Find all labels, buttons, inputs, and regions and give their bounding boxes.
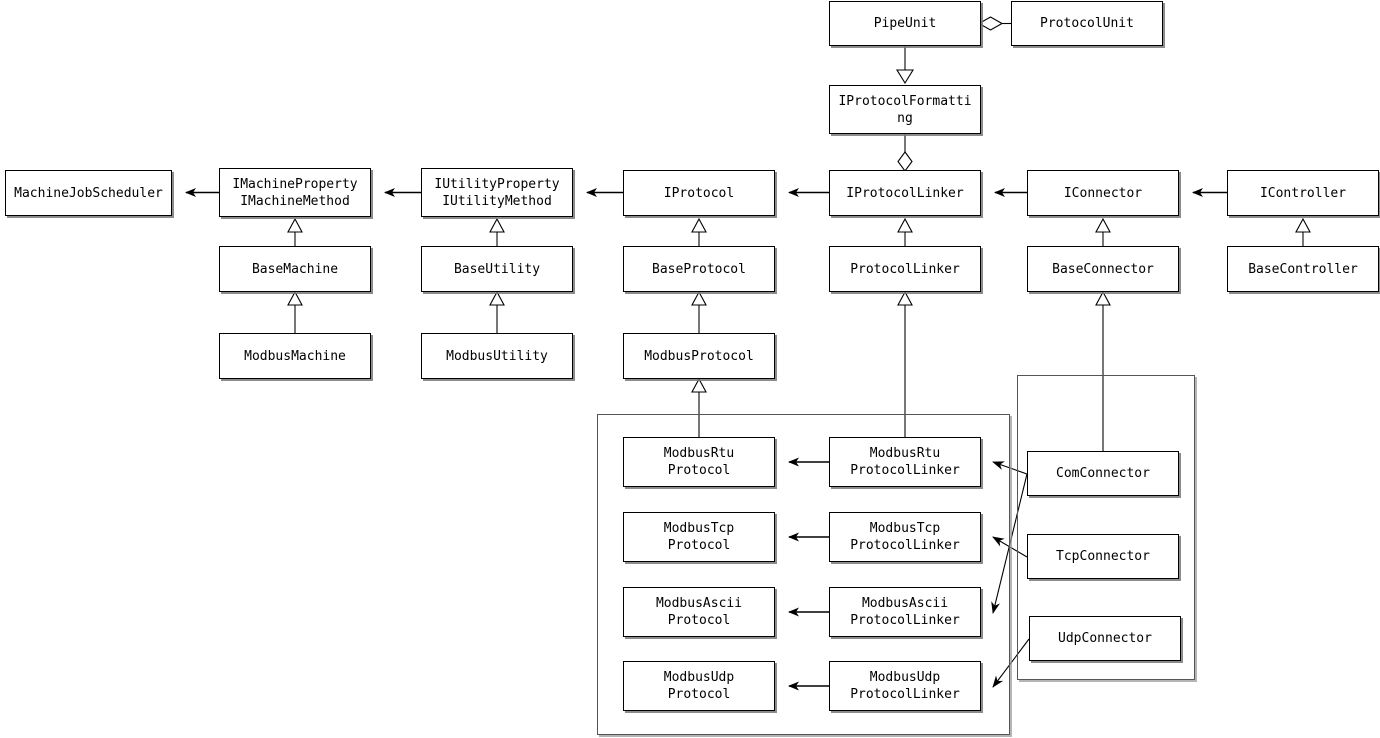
class-label-modbusmachine: ModbusMachine: [244, 348, 346, 364]
class-box-modbusasciiprotocollinker[interactable]: ModbusAscii ProtocolLinker: [829, 587, 981, 637]
class-label-iprotocol: IProtocol: [663, 185, 735, 201]
class-label-pipeunit: PipeUnit: [873, 16, 937, 31]
class-label-iutilityproperty: IUtilityProperty IUtilityMethod: [434, 176, 560, 209]
class-label-imachineproperty: IMachineProperty IMachineMethod: [232, 176, 358, 209]
edge-protocollinker-iprotocollinker: [897, 217, 913, 246]
edge-protocolunit-pipeunit: [977, 16, 1011, 31]
edge-iprotocolformatting-iprotocollinker: [897, 134, 913, 172]
class-box-baseutility[interactable]: BaseUtility: [421, 246, 573, 292]
class-label-protocolunit: ProtocolUnit: [1040, 16, 1134, 31]
class-box-modbusudpprotocollinker[interactable]: ModbusUdp ProtocolLinker: [829, 661, 981, 711]
edge-basecontroller-icontroller: [1295, 217, 1311, 246]
class-label-iconnector: IConnector: [1063, 185, 1143, 201]
class-box-icontroller[interactable]: IController: [1227, 170, 1379, 216]
class-label-modbusasciiprotocol: ModbusAscii Protocol: [655, 596, 743, 628]
class-label-modbustcpprotocollinker: ModbusTcp ProtocolLinker: [850, 521, 960, 553]
class-box-modbusrtuprotocol[interactable]: ModbusRtu Protocol: [623, 437, 775, 487]
class-box-iprotocol[interactable]: IProtocol: [623, 170, 775, 216]
class-box-iprotocollinker[interactable]: IProtocolLinker: [829, 170, 981, 216]
class-box-protocollinker[interactable]: ProtocolLinker: [829, 246, 981, 292]
class-box-comconnector[interactable]: ComConnector: [1027, 451, 1179, 496]
class-box-iprotocolformatting[interactable]: IProtocolFormatti ng: [829, 85, 981, 134]
class-label-modbusudpprotocol: ModbusUdp Protocol: [663, 670, 735, 702]
edge-baseconnector-iconnector: [1095, 217, 1111, 246]
class-box-udpconnector[interactable]: UdpConnector: [1029, 616, 1181, 661]
edge-modbusprotocol-baseprotocol: [691, 290, 707, 333]
class-label-modbusrtuprotocollinker: ModbusRtu ProtocolLinker: [850, 446, 960, 478]
class-box-machinejobscheduler[interactable]: MachineJobScheduler: [5, 170, 172, 216]
class-box-protocolunit[interactable]: ProtocolUnit: [1011, 1, 1163, 46]
class-label-machinejobscheduler: MachineJobScheduler: [14, 185, 163, 201]
class-box-iutilityproperty[interactable]: IUtilityProperty IUtilityMethod: [421, 168, 573, 217]
class-box-modbusprotocol[interactable]: ModbusProtocol: [623, 333, 775, 379]
class-label-modbusprotocol: ModbusProtocol: [644, 348, 754, 364]
class-label-udpconnector: UdpConnector: [1058, 631, 1152, 646]
class-box-modbustcpprotocollinker[interactable]: ModbusTcp ProtocolLinker: [829, 512, 981, 562]
class-label-icontroller: IController: [1259, 185, 1347, 201]
class-box-baseprotocol[interactable]: BaseProtocol: [623, 246, 775, 292]
class-label-modbusutility: ModbusUtility: [446, 348, 548, 364]
class-label-tcpconnector: TcpConnector: [1056, 549, 1150, 564]
edge-baseutility-iutilityproperty: [489, 217, 505, 246]
edge-modbusmachine-basemachine: [287, 290, 303, 333]
class-box-baseconnector[interactable]: BaseConnector: [1027, 246, 1179, 292]
class-box-imachineproperty[interactable]: IMachineProperty IMachineMethod: [219, 168, 371, 217]
class-label-iprotocolformatting: IProtocolFormatti ng: [838, 93, 972, 126]
class-label-modbusudpprotocollinker: ModbusUdp ProtocolLinker: [850, 670, 960, 702]
class-label-comconnector: ComConnector: [1056, 466, 1150, 481]
edge-modbusutility-baseutility: [489, 290, 505, 333]
class-label-modbustcpprotocol: ModbusTcp Protocol: [663, 521, 735, 553]
class-box-modbusudpprotocol[interactable]: ModbusUdp Protocol: [623, 661, 775, 711]
class-box-modbustcpprotocol[interactable]: ModbusTcp Protocol: [623, 512, 775, 562]
class-label-protocollinker: ProtocolLinker: [850, 261, 960, 277]
class-box-iconnector[interactable]: IConnector: [1027, 170, 1179, 216]
class-label-modbusrtuprotocol: ModbusRtu Protocol: [663, 446, 735, 478]
class-label-baseconnector: BaseConnector: [1052, 261, 1154, 277]
class-label-iprotocollinker: IProtocolLinker: [846, 185, 964, 201]
class-box-modbusasciiprotocol[interactable]: ModbusAscii Protocol: [623, 587, 775, 637]
class-box-modbusutility[interactable]: ModbusUtility: [421, 333, 573, 379]
class-box-pipeunit[interactable]: PipeUnit: [829, 1, 981, 46]
edge-baseprotocol-iprotocol: [691, 217, 707, 246]
class-box-basecontroller[interactable]: BaseController: [1227, 246, 1379, 292]
class-label-baseprotocol: BaseProtocol: [652, 261, 746, 277]
class-box-basemachine[interactable]: BaseMachine: [219, 246, 371, 292]
class-box-modbusmachine[interactable]: ModbusMachine: [219, 333, 371, 379]
class-box-tcpconnector[interactable]: TcpConnector: [1027, 534, 1179, 579]
class-label-basecontroller: BaseController: [1248, 261, 1358, 277]
class-label-baseutility: BaseUtility: [453, 261, 541, 277]
class-label-modbusasciiprotocollinker: ModbusAscii ProtocolLinker: [850, 596, 960, 628]
edge-pipeunit-iprotocolformatting: [896, 46, 914, 85]
edge-basemachine-imachineproperty: [287, 217, 303, 246]
class-label-basemachine: BaseMachine: [251, 261, 339, 277]
class-box-modbusrtuprotocollinker[interactable]: ModbusRtu ProtocolLinker: [829, 437, 981, 487]
